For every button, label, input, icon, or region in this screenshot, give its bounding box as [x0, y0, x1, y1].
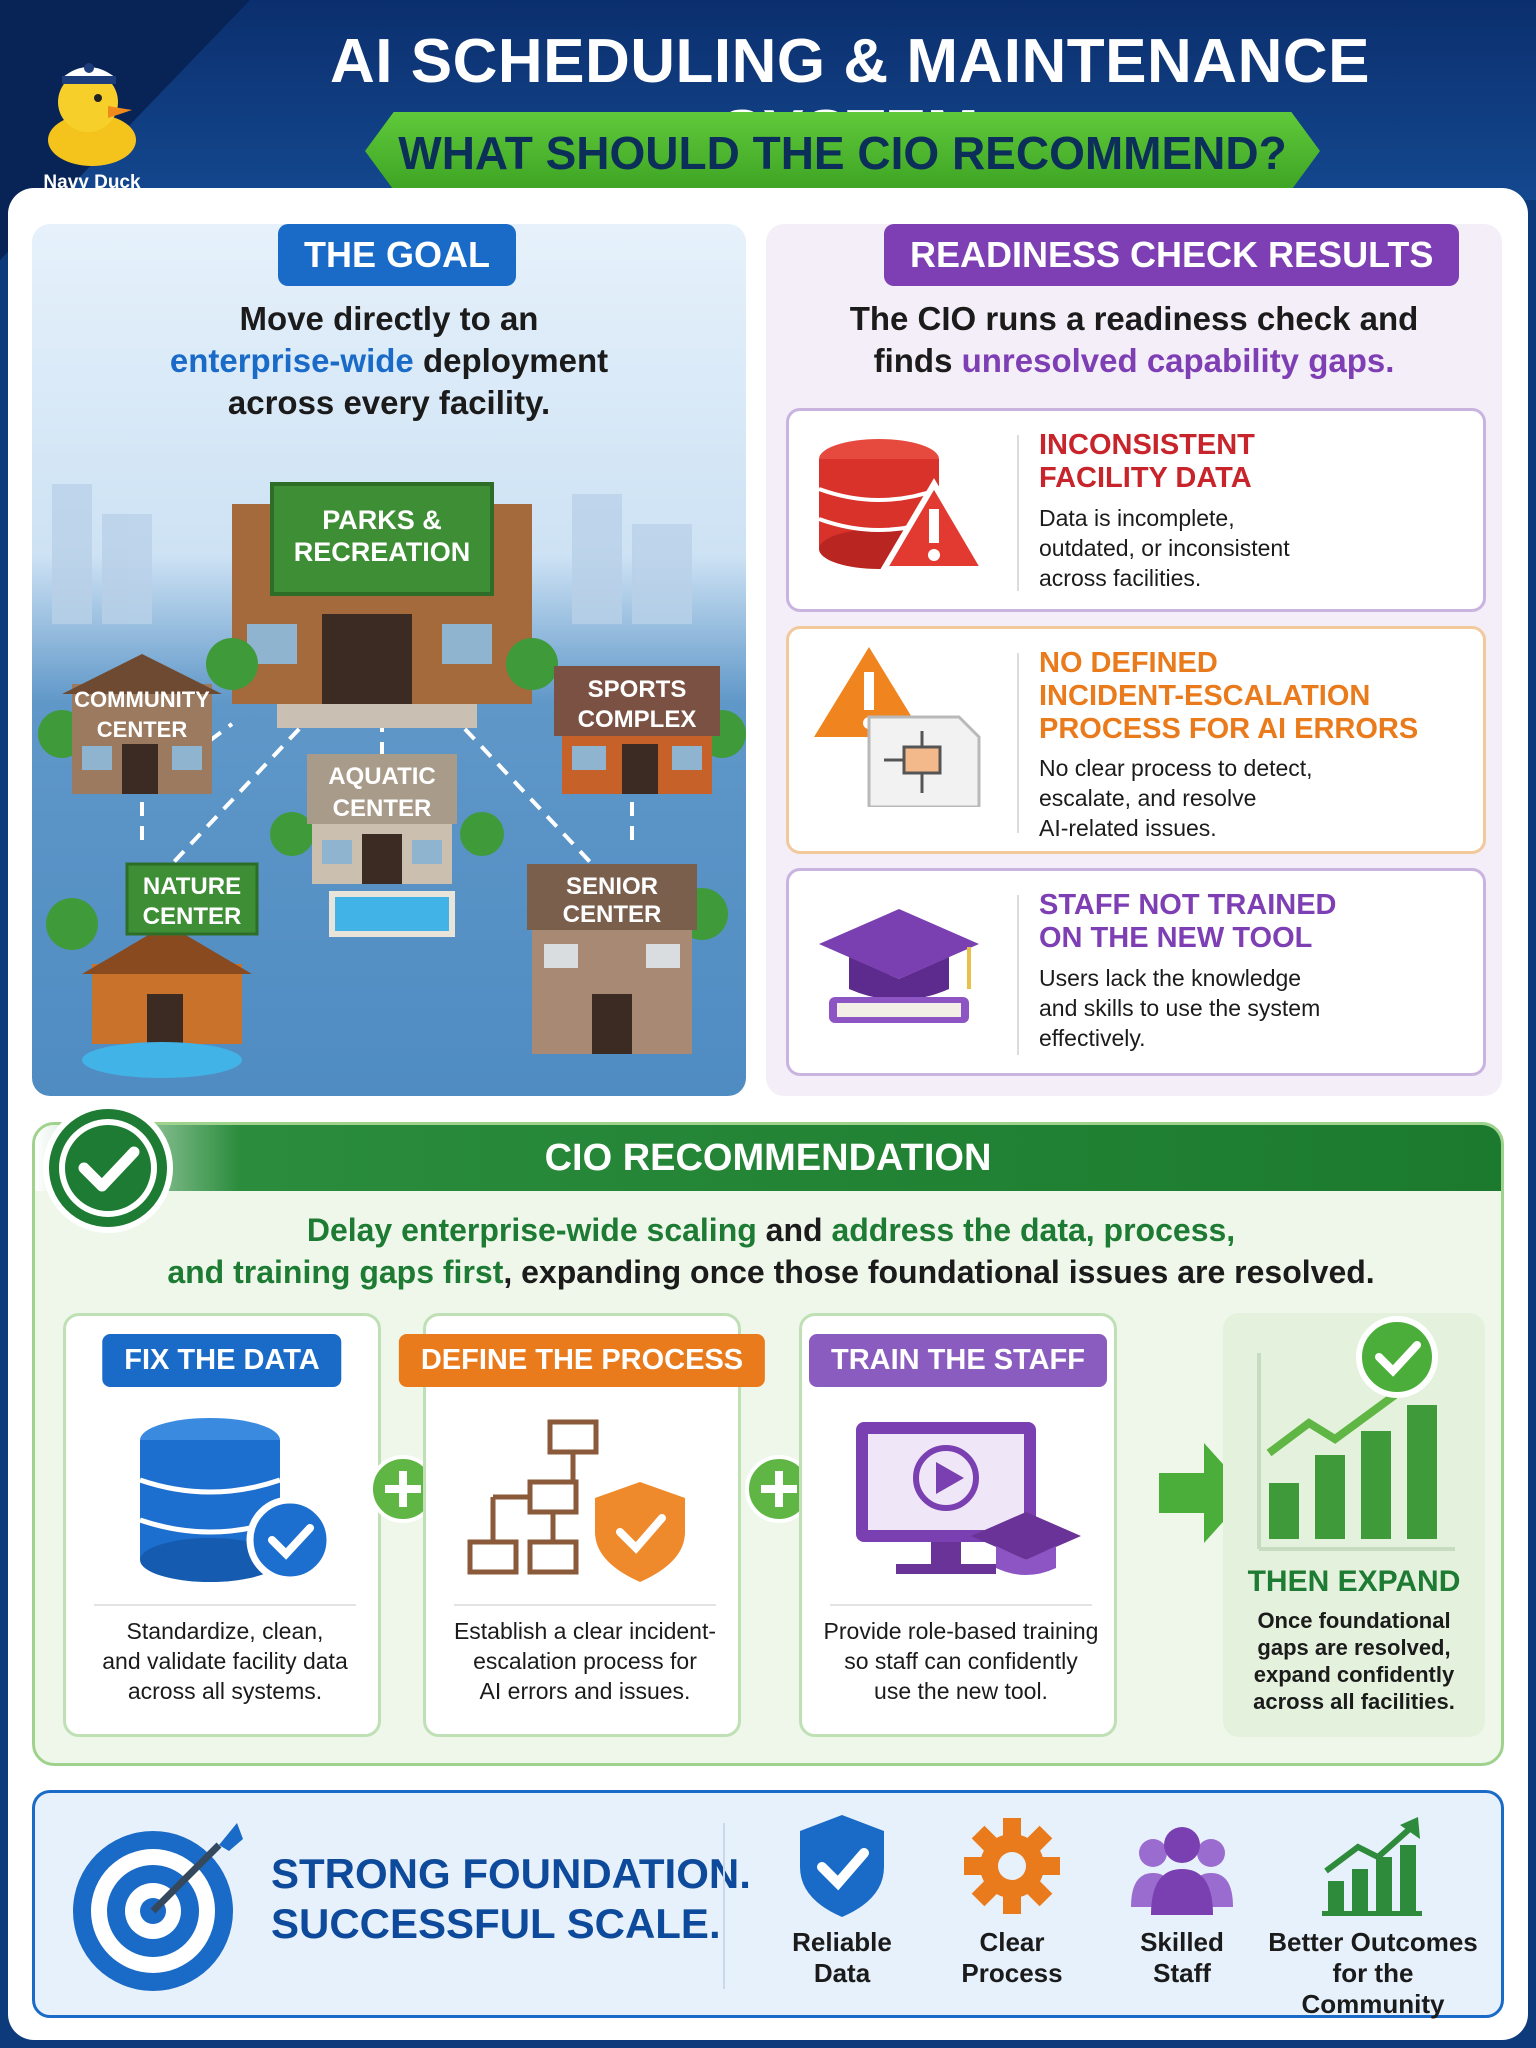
target-icon — [73, 1823, 243, 1991]
goal-label: THE GOAL — [278, 224, 516, 286]
process-warning-icon — [814, 647, 981, 807]
svg-text:SPORTS: SPORTS — [588, 676, 687, 703]
flowchart-shield-icon — [467, 1419, 685, 1582]
svg-text:NATURE: NATURE — [143, 873, 241, 900]
database-check-icon — [139, 1418, 334, 1584]
header: Navy Duck AI SCHEDULING & MAINTENANCE SY… — [0, 0, 1536, 260]
goal-text: Move directly to an enterprise-wide depl… — [169, 300, 609, 421]
recommendation-title: CIO RECOMMENDATION — [544, 1137, 992, 1179]
expand-desc: Once foundational gaps are resolved, exp… — [1253, 1608, 1455, 1714]
footer-title: STRONG FOUNDATION. SUCCESSFUL SCALE. — [271, 1850, 751, 1947]
gear-icon — [964, 1818, 1060, 1914]
shield-check-icon — [800, 1815, 884, 1917]
recommendation-header-bar: CIO RECOMMENDATION — [35, 1125, 1501, 1191]
duck-icon — [48, 63, 136, 166]
graduation-cap-icon — [819, 909, 979, 1023]
step-label: DEFINE THE PROCESS — [398, 1334, 766, 1387]
recommendation-text: Delay enterprise-wide scaling and addres… — [167, 1212, 1375, 1290]
step-fix-data: FIX THE DATA Standardize, clean, and val… — [63, 1313, 381, 1737]
growth-chart-check-icon — [1257, 1316, 1455, 1551]
gap-card-training: STAFF NOT TRAINED ON THE NEW TOOL Users … — [786, 868, 1486, 1076]
aquatic-center-building: AQUATIC CENTER — [307, 754, 457, 937]
step-train-staff: TRAIN THE STAFF Provide role-based train… — [799, 1313, 1117, 1737]
community-center-building: COMMUNITY CENTER — [62, 654, 222, 794]
svg-text:COMMUNITY: COMMUNITY — [74, 687, 210, 712]
then-expand-card: THEN EXPAND Once foundational gaps are r… — [1223, 1313, 1485, 1737]
readiness-label: READINESS CHECK RESULTS — [884, 224, 1460, 286]
svg-text:CENTER: CENTER — [97, 717, 188, 742]
growth-chart-icon — [1322, 1817, 1422, 1916]
sports-complex-building: SPORTS COMPLEX — [554, 666, 720, 794]
video-training-icon — [856, 1422, 1081, 1575]
facility-network-illustration: PARKS & RECREATION COMMUNITY CENTER SPOR… — [38, 482, 746, 1078]
recommendation-check-icon — [43, 1103, 173, 1233]
svg-text:COMPLEX: COMPLEX — [578, 706, 697, 733]
plus-icon — [745, 1455, 813, 1523]
recommendation-panel: CIO RECOMMENDATION Delay enterprise-wide… — [32, 1122, 1504, 1766]
readiness-panel: READINESS CHECK RESULTS The CIO runs a r… — [766, 224, 1502, 1096]
svg-text:AQUATIC: AQUATIC — [328, 763, 436, 790]
svg-text:CENTER: CENTER — [333, 795, 432, 822]
footer-panel: STRONG FOUNDATION. SUCCESSFUL SCALE. Rel… — [32, 1790, 1504, 2020]
people-icon — [1131, 1827, 1233, 1915]
nature-center-building: NATURE CENTER — [82, 862, 259, 1078]
senior-center-building: SENIOR CENTER — [527, 864, 697, 1054]
subtitle-banner: WHAT SHOULD THE CIO RECOMMEND? — [365, 112, 1320, 190]
step-label: TRAIN THE STAFF — [809, 1334, 1107, 1387]
gap-card-process: NO DEFINED INCIDENT-ESCALATION PROCESS F… — [786, 626, 1486, 854]
svg-text:RECREATION: RECREATION — [294, 537, 471, 567]
database-warning-icon — [818, 439, 989, 572]
svg-text:SENIOR: SENIOR — [566, 873, 658, 900]
svg-text:CENTER: CENTER — [563, 901, 662, 928]
navy-duck-logo: Navy Duck — [22, 30, 162, 193]
step-label: FIX THE DATA — [102, 1334, 342, 1387]
goal-panel: THE GOAL Move directly to an enterprise-… — [32, 224, 746, 1096]
subtitle-text: WHAT SHOULD THE CIO RECOMMEND? — [398, 127, 1287, 179]
svg-text:CENTER: CENTER — [143, 903, 242, 930]
expand-title: THEN EXPAND — [1247, 1565, 1461, 1598]
readiness-highlight: unresolved capability gaps. — [961, 342, 1395, 379]
svg-text:PARKS &: PARKS & — [322, 505, 442, 535]
logo-text: Navy Duck — [43, 172, 141, 193]
step-define-process: DEFINE THE PROCESS Establish a clear inc… — [398, 1313, 766, 1737]
goal-highlight: enterprise-wide — [169, 342, 414, 379]
readiness-text: The CIO runs a readiness check and finds… — [849, 300, 1419, 379]
gap-card-data: INCONSISTENT FACILITY DATA Data is incom… — [786, 408, 1486, 612]
parks-recreation-building: PARKS & RECREATION — [232, 482, 532, 728]
